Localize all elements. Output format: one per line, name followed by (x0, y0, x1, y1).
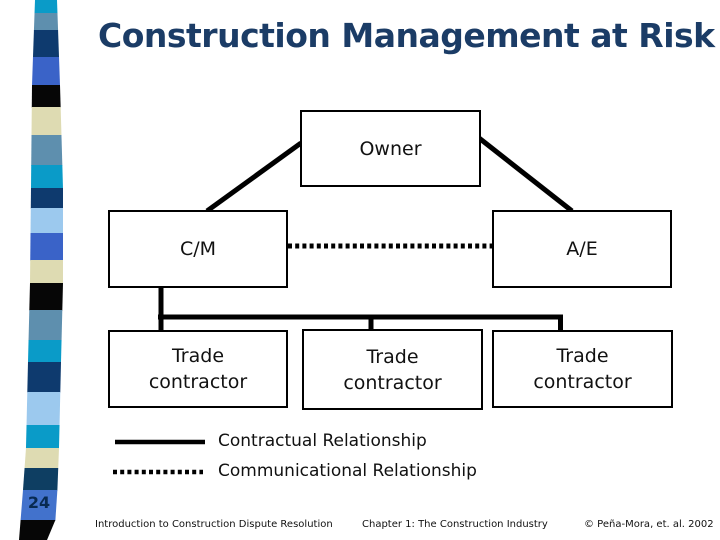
footer-course-title: Introduction to Construction Dispute Res… (95, 519, 333, 530)
trade-label-line2: contractor (148, 371, 248, 393)
slide-title: Construction Management at Risk (98, 16, 715, 55)
legend-contractual-label: Contractual Relationship (218, 431, 427, 451)
diagram-box-trade-3: Trade contractor (492, 330, 673, 408)
ribbon-block (29, 260, 63, 284)
ribbon-block (28, 310, 63, 341)
diagram-box-ae: A/E (492, 210, 672, 288)
ribbon-block (30, 188, 63, 209)
line-owner-cm (205, 140, 303, 214)
diagram-box-trade-2: Trade contractor (302, 329, 483, 410)
owner-label: Owner (359, 137, 422, 160)
trade-label-line1: Trade (171, 345, 225, 367)
legend-communicational-label: Communicational Relationship (218, 461, 477, 481)
ribbon-block (31, 85, 61, 108)
ribbon-block (29, 283, 63, 311)
ribbon-block (30, 233, 63, 261)
page-number: 24 (27, 493, 51, 512)
ribbon-block (27, 340, 62, 363)
diagram-box-trade-1: Trade contractor (108, 330, 288, 408)
trade-label-line2: contractor (533, 371, 632, 393)
trade-label-line2: contractor (343, 371, 442, 394)
ribbon-block (26, 392, 61, 426)
ribbon-block (33, 13, 59, 31)
ribbon-block (19, 520, 56, 540)
ribbon-block (31, 107, 62, 136)
ribbon-block (32, 30, 60, 58)
ribbon-block (24, 448, 59, 469)
ribbon-block (22, 468, 59, 491)
cm-label: C/M (179, 238, 217, 260)
ribbon-block (31, 57, 61, 86)
ribbon-block (30, 165, 64, 189)
ribbon-block (20, 490, 58, 521)
line-owner-ae (477, 136, 574, 213)
decorative-ribbon (19, 0, 64, 540)
ae-label: A/E (566, 238, 598, 260)
ribbon-block (30, 208, 63, 234)
diagram-box-owner: Owner (300, 110, 481, 187)
footer-chapter-title: Chapter 1: The Construction Industry (362, 519, 548, 530)
trade-label-line1: Trade (556, 345, 609, 367)
footer-copyright: © Peña-Mora, et. al. 2002 (584, 519, 714, 530)
ribbon-block (34, 0, 58, 14)
trade-label-line1: Trade (366, 345, 419, 368)
diagram-box-cm: C/M (108, 210, 288, 288)
ribbon-block (27, 362, 61, 393)
ribbon-block (25, 425, 60, 449)
ribbon-block (31, 135, 63, 166)
